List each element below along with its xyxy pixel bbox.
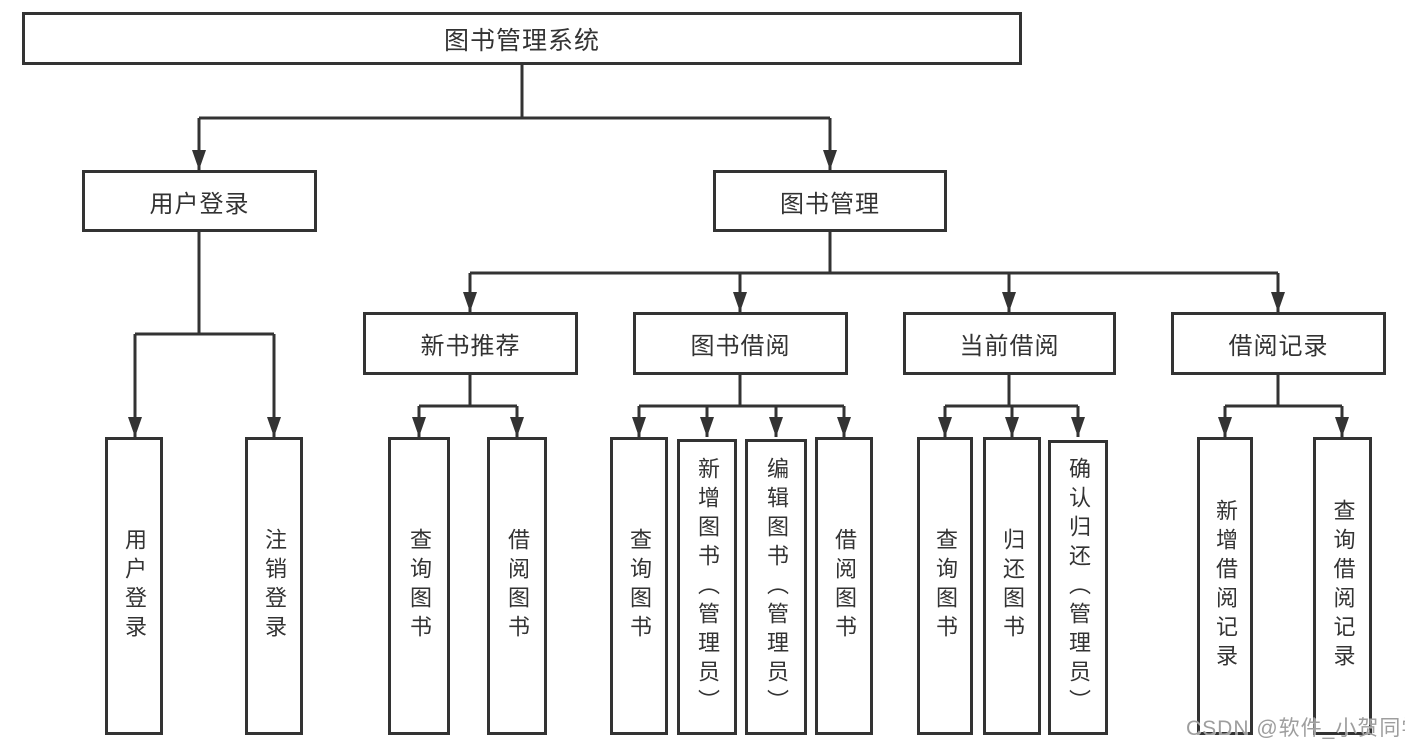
leaf-borrow-books-2: 借阅图书 [815,437,873,735]
node-new-book-recommendation-label: 新书推荐 [420,333,521,360]
leaf-user-login: 用户登录 [105,437,163,735]
leaf-borrow-books-1: 借阅图书 [487,437,547,735]
node-book-management: 图书管理 [713,170,947,232]
leaf-user-login-label: 用户登录 [122,528,147,644]
node-current-borrowing-label: 当前借阅 [959,333,1060,360]
leaf-confirm-return-admin-label: 确认归还（管理员） [1066,457,1091,718]
leaf-return-books: 归还图书 [983,437,1041,735]
leaf-borrow-books-1-label: 借阅图书 [505,528,530,644]
node-user-login: 用户登录 [82,170,317,232]
node-root-label: 图书管理系统 [443,26,600,55]
node-borrowing-records: 借阅记录 [1171,312,1386,375]
leaf-query-books-3: 查询图书 [917,437,973,735]
leaf-query-books-2-label: 查询图书 [627,528,652,644]
leaf-logout: 注销登录 [245,437,303,735]
leaf-add-books-admin: 新增图书（管理员） [677,439,737,735]
leaf-confirm-return-admin: 确认归还（管理员） [1048,440,1108,735]
node-book-borrowing-label: 图书借阅 [690,333,791,360]
leaf-query-books-3-label: 查询图书 [933,528,958,644]
csdn-watermark: CSDN @软件_小贺同学 [1186,717,1405,740]
leaf-query-books-1: 查询图书 [388,437,450,735]
leaf-add-books-admin-label: 新增图书（管理员） [695,456,720,718]
leaf-add-borrow-record: 新增借阅记录 [1197,437,1253,735]
leaf-return-books-label: 归还图书 [1000,528,1025,644]
leaf-add-borrow-record-label: 新增借阅记录 [1213,499,1238,673]
node-borrowing-records-label: 借阅记录 [1228,333,1329,360]
node-book-borrowing: 图书借阅 [633,312,848,375]
leaf-query-books-1-label: 查询图书 [407,528,432,644]
node-book-management-label: 图书管理 [780,190,880,218]
node-new-book-recommendation: 新书推荐 [363,312,578,375]
node-current-borrowing: 当前借阅 [903,312,1116,375]
leaf-query-borrow-record-label: 查询借阅记录 [1330,499,1356,673]
leaf-query-books-2: 查询图书 [610,437,668,735]
leaf-edit-books-admin: 编辑图书（管理员） [745,439,807,735]
leaf-query-borrow-record: 查询借阅记录 [1313,437,1372,735]
leaf-logout-label: 注销登录 [262,528,287,644]
leaf-borrow-books-2-label: 借阅图书 [832,528,857,644]
leaf-edit-books-admin-label: 编辑图书（管理员） [764,456,789,718]
node-root: 图书管理系统 [22,12,1022,65]
node-user-login-label: 用户登录 [149,190,250,218]
